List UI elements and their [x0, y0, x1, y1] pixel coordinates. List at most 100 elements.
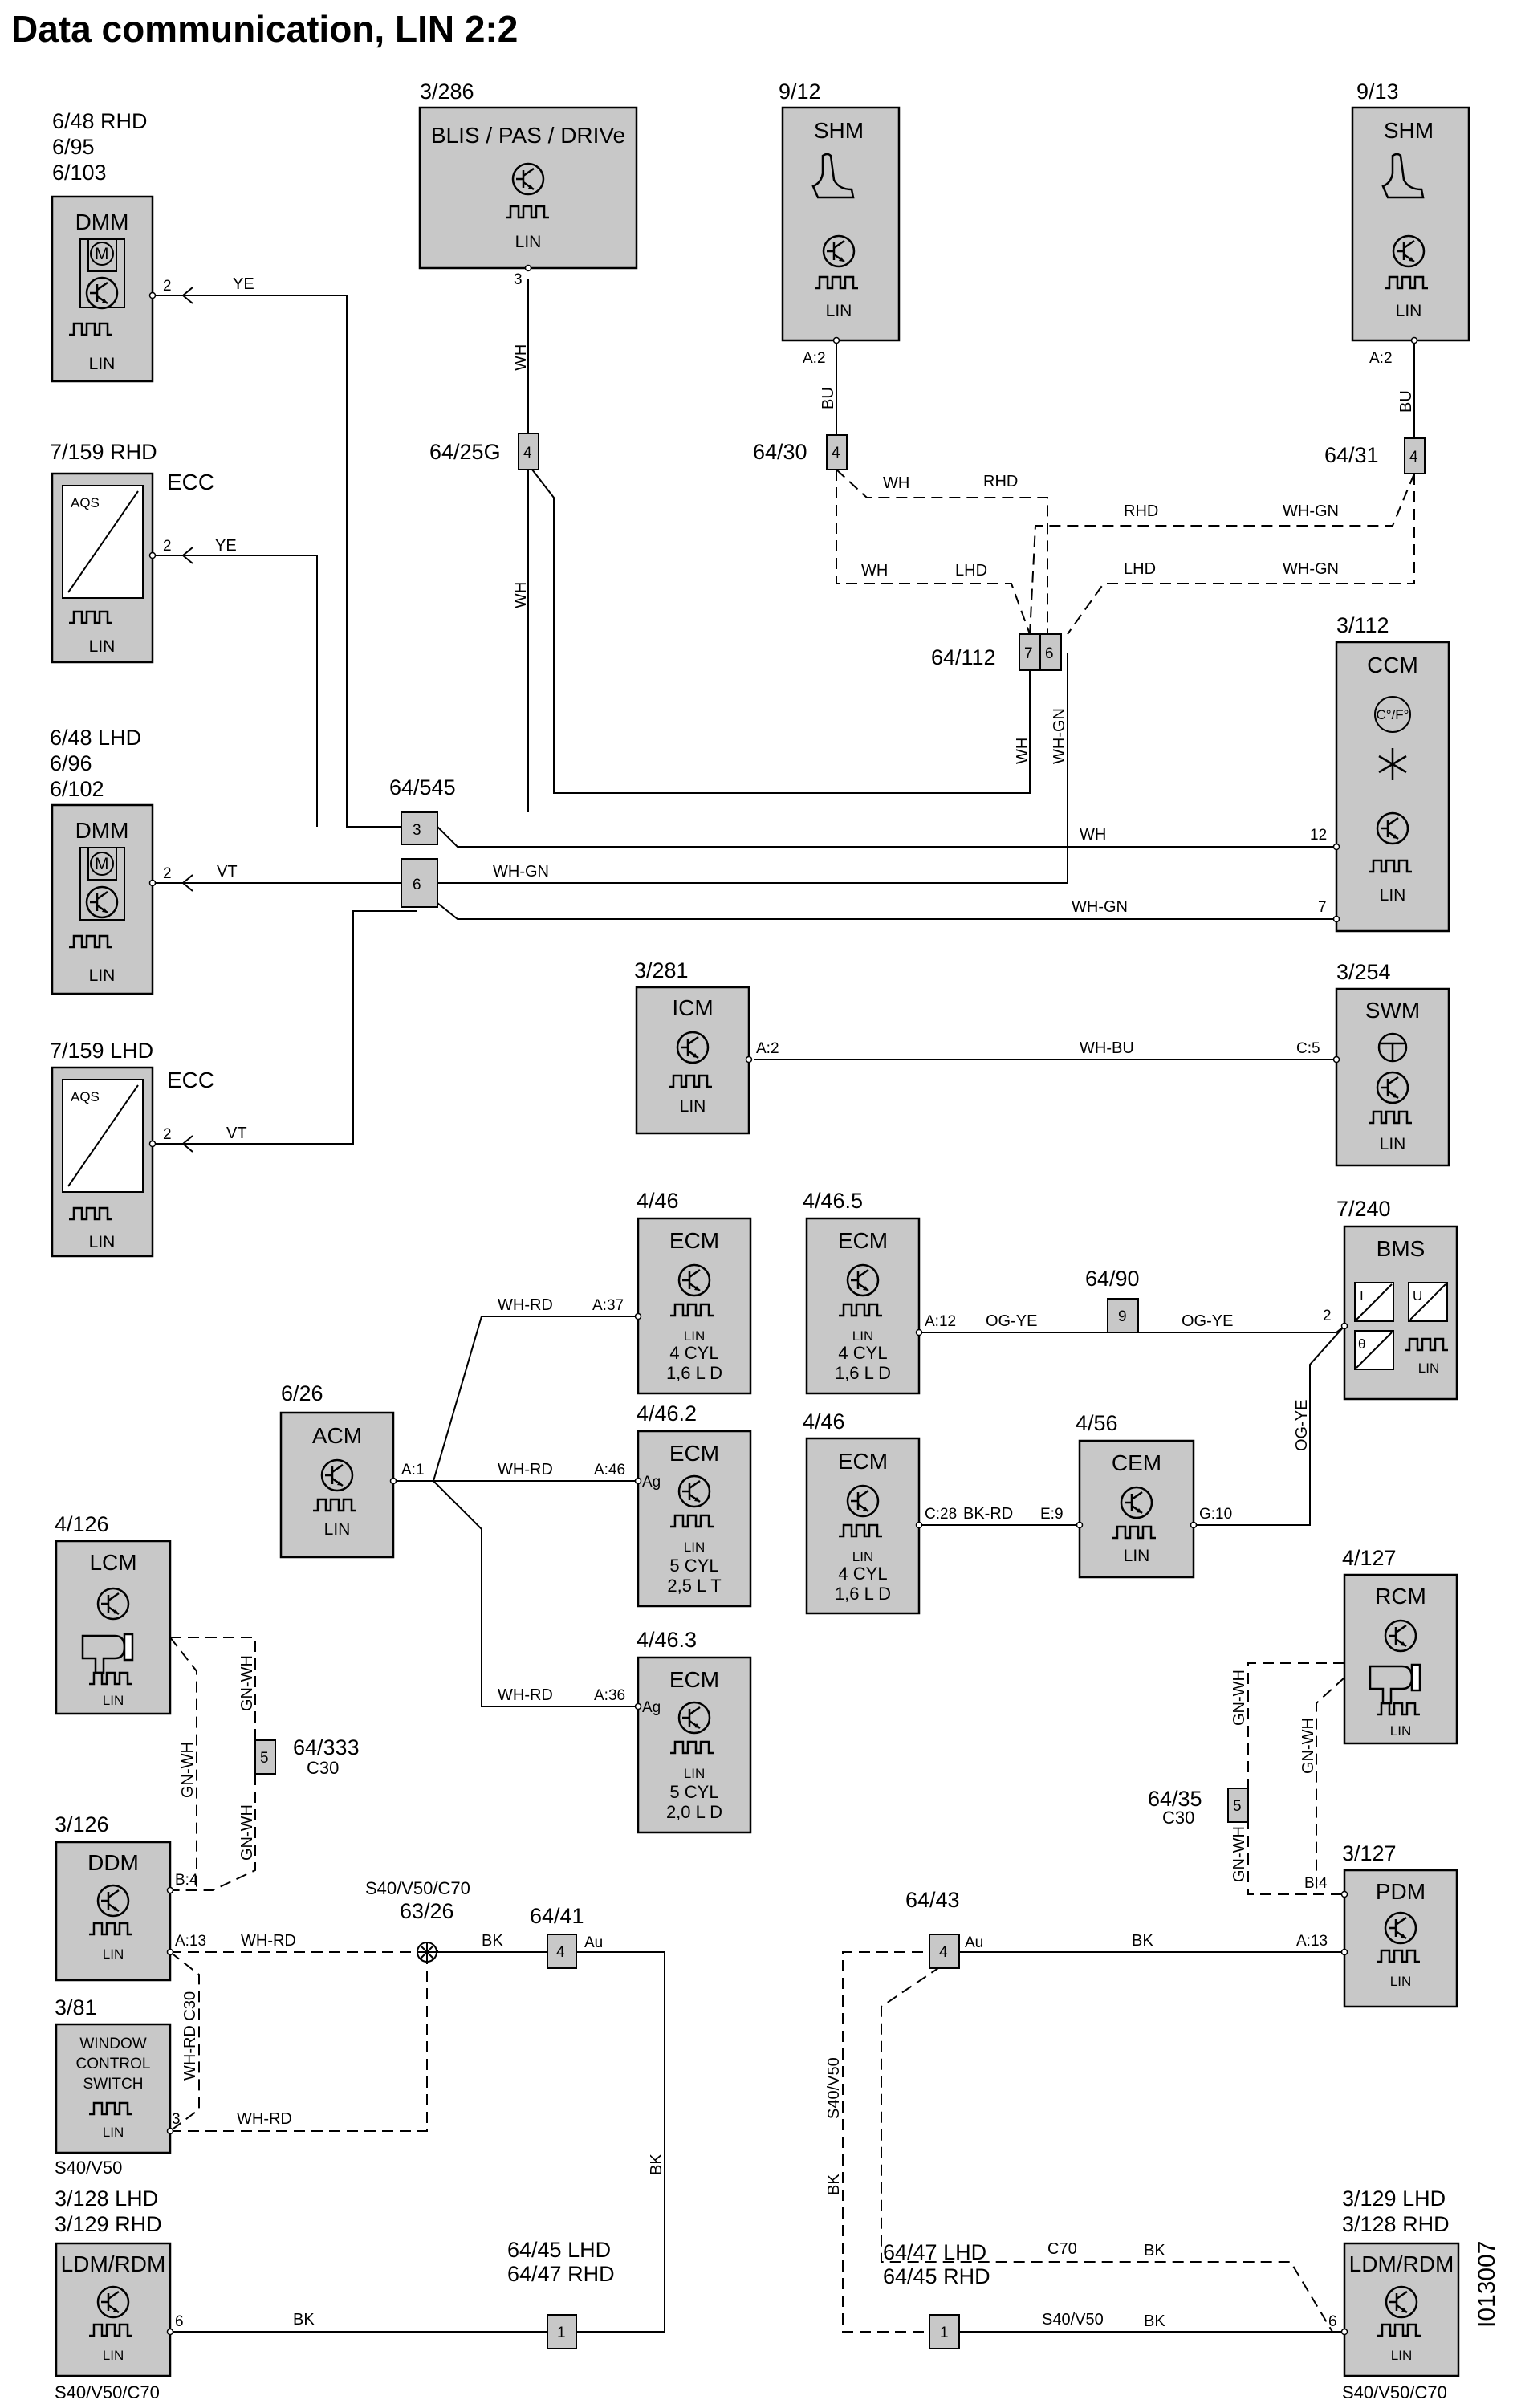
- svg-text:YE: YE: [233, 275, 254, 293]
- svg-text:M: M: [95, 245, 109, 263]
- svg-text:3/129 LHD: 3/129 LHD: [1342, 2186, 1446, 2211]
- svg-text:A:36: A:36: [594, 1687, 625, 1704]
- connector-64-545: 64/545 3 6: [389, 775, 456, 908]
- svg-text:S40/V50/C70: S40/V50/C70: [55, 2382, 160, 2402]
- svg-text:C30: C30: [1162, 1808, 1194, 1828]
- svg-text:A:12: A:12: [925, 1313, 956, 1330]
- svg-text:WH-RD: WH-RD: [241, 1932, 296, 1950]
- svg-text:LIN: LIN: [1391, 2348, 1412, 2363]
- wires: [153, 279, 1415, 2333]
- svg-text:2: 2: [163, 538, 172, 555]
- svg-text:A:2: A:2: [756, 1040, 779, 1057]
- svg-text:BK: BK: [482, 1932, 503, 1950]
- connector-64-25g: 64/25G 4: [429, 433, 539, 470]
- svg-text:U: U: [1413, 1288, 1422, 1304]
- svg-text:G:10: G:10: [1199, 1506, 1232, 1523]
- module-dmm-lhd: 6/48 LHD 6/96 6/102 DMM M LIN 2: [50, 726, 172, 995]
- svg-text:WH: WH: [512, 344, 530, 371]
- svg-text:BK: BK: [1144, 2312, 1165, 2330]
- connector-64-112: 64/112 7 6: [931, 633, 1062, 671]
- svg-text:DDM: DDM: [87, 1850, 139, 1875]
- svg-text:C30: C30: [307, 1758, 339, 1778]
- svg-text:4: 4: [939, 1944, 948, 1961]
- svg-text:7: 7: [1024, 645, 1033, 662]
- svg-text:4 CYL: 4 CYL: [838, 1343, 887, 1363]
- svg-text:LIN: LIN: [1418, 1361, 1439, 1376]
- svg-text:RHD: RHD: [983, 473, 1018, 490]
- svg-text:64/45 RHD: 64/45 RHD: [883, 2264, 990, 2288]
- svg-text:CONTROL: CONTROL: [76, 2056, 151, 2072]
- svg-text:64/90: 64/90: [1085, 1267, 1140, 1291]
- svg-text:LCM: LCM: [89, 1550, 136, 1575]
- svg-text:5 CYL: 5 CYL: [669, 1556, 718, 1576]
- svg-text:DMM: DMM: [75, 818, 129, 843]
- svg-text:Au: Au: [584, 1934, 603, 1951]
- svg-text:WH-RD: WH-RD: [498, 1686, 553, 1704]
- svg-text:ECM: ECM: [838, 1228, 888, 1253]
- svg-text:S40/V50/C70: S40/V50/C70: [365, 1878, 470, 1898]
- svg-text:4: 4: [556, 1944, 565, 1961]
- svg-text:LIN: LIN: [1396, 302, 1422, 320]
- svg-text:3/281: 3/281: [634, 958, 689, 982]
- svg-text:3/254: 3/254: [1336, 960, 1391, 984]
- svg-text:VT: VT: [226, 1125, 247, 1142]
- svg-text:3/81: 3/81: [55, 1995, 97, 2020]
- svg-text:WH-RD: WH-RD: [498, 1461, 553, 1479]
- svg-text:ECM: ECM: [838, 1449, 888, 1474]
- svg-text:S40/V50: S40/V50: [1042, 2311, 1104, 2329]
- svg-text:4: 4: [1409, 449, 1418, 466]
- svg-text:WH-GN: WH-GN: [1072, 898, 1128, 916]
- svg-text:LIN: LIN: [852, 1549, 873, 1564]
- svg-text:S40/V50/C70: S40/V50/C70: [1342, 2382, 1447, 2402]
- svg-text:A:46: A:46: [594, 1462, 625, 1479]
- page-title: Data communication, LIN 2:2: [11, 8, 518, 50]
- steering-wheel-icon: [1377, 1032, 1408, 1063]
- module-lcm: 4/126 LCM LIN: [55, 1512, 172, 1715]
- svg-text:5 CYL: 5 CYL: [669, 1782, 718, 1802]
- svg-text:64/47 LHD: 64/47 LHD: [883, 2240, 986, 2264]
- module-ecm-4-46-a: 4/46 ECM LIN 4 CYL 1,6 L D A:37: [592, 1189, 752, 1395]
- svg-text:1,6 L D: 1,6 L D: [835, 1363, 891, 1383]
- svg-text:ECM: ECM: [669, 1667, 719, 1692]
- svg-text:6/95: 6/95: [52, 135, 95, 159]
- svg-text:6/26: 6/26: [281, 1381, 323, 1405]
- svg-text:3/112: 3/112: [1336, 613, 1389, 637]
- svg-text:4/46: 4/46: [637, 1189, 679, 1213]
- svg-text:LIN: LIN: [515, 233, 542, 251]
- svg-text:A:2: A:2: [803, 350, 826, 367]
- svg-text:7: 7: [1318, 899, 1327, 916]
- svg-text:3/126: 3/126: [55, 1812, 109, 1837]
- module-ecc-rhd: 7/159 RHD ECC AQS LIN 2: [50, 440, 214, 664]
- svg-text:6/48 LHD: 6/48 LHD: [50, 726, 141, 750]
- svg-text:WH: WH: [1014, 738, 1031, 764]
- connector-64-333: 5 64/333 C30: [254, 1735, 360, 1778]
- svg-text:LIN: LIN: [852, 1328, 873, 1344]
- module-ecm-4-46-3: 4/46.3 ECM LIN 5 CYL 2,0 L D A:36 Ag: [594, 1628, 752, 1834]
- svg-text:VT: VT: [217, 863, 238, 881]
- svg-text:LIN: LIN: [1124, 1547, 1150, 1565]
- svg-text:6/102: 6/102: [50, 777, 104, 801]
- svg-text:3/286: 3/286: [420, 79, 474, 104]
- svg-text:6: 6: [1328, 2313, 1337, 2330]
- svg-text:6: 6: [413, 877, 421, 893]
- svg-text:1,6 L D: 1,6 L D: [666, 1363, 722, 1383]
- svg-text:5: 5: [260, 1750, 269, 1767]
- module-bms: 7/240 BMS I U θ LIN 2: [1323, 1197, 1458, 1401]
- svg-text:3/129 RHD: 3/129 RHD: [55, 2212, 162, 2236]
- svg-text:6: 6: [175, 2313, 184, 2330]
- svg-text:YE: YE: [215, 537, 237, 555]
- svg-text:LIN: LIN: [89, 966, 116, 985]
- svg-text:6/103: 6/103: [52, 161, 107, 185]
- connector-64-41: 64/41 4 Au: [530, 1904, 603, 1969]
- module-shm-9-13: 9/13 SHM LIN A:2: [1351, 79, 1470, 367]
- svg-text:OG-YE: OG-YE: [986, 1312, 1037, 1330]
- svg-text:A:13: A:13: [1296, 1933, 1328, 1950]
- svg-text:LIN: LIN: [1390, 1723, 1411, 1739]
- svg-text:BK: BK: [1132, 1932, 1153, 1950]
- svg-text:A:1: A:1: [401, 1462, 425, 1479]
- svg-text:7/159 LHD: 7/159 LHD: [50, 1039, 153, 1063]
- svg-text:2: 2: [163, 865, 172, 882]
- svg-text:3/128 RHD: 3/128 RHD: [1342, 2212, 1450, 2236]
- connector-64-43: 64/43 4 Au: [905, 1888, 983, 1969]
- svg-text:WH: WH: [861, 562, 888, 580]
